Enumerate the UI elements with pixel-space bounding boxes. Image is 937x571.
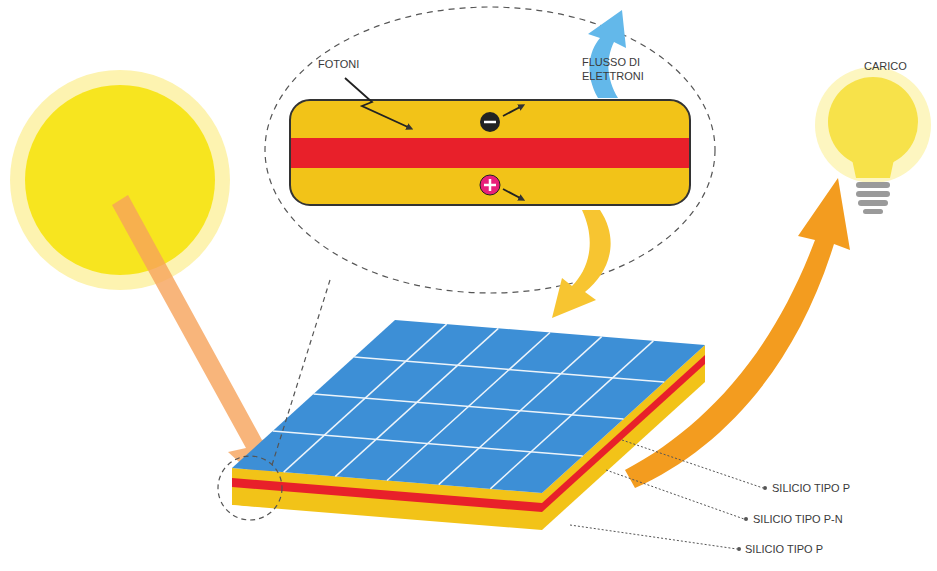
power-arrow bbox=[625, 178, 850, 488]
zoom-circle bbox=[218, 456, 282, 520]
light-bulb bbox=[815, 67, 931, 214]
light-ray-arrow bbox=[112, 195, 282, 488]
zoom-ellipse bbox=[265, 7, 715, 293]
hole-symbol bbox=[480, 175, 500, 195]
electron-symbol bbox=[480, 112, 500, 132]
electron-flow-arrow bbox=[588, 10, 626, 98]
flow-label: FLUSSO DI ELETTRONI bbox=[582, 56, 660, 84]
load-label: CARICO bbox=[864, 60, 907, 74]
leader-lines bbox=[570, 440, 763, 549]
panel-grid-line bbox=[354, 357, 664, 382]
junction-band bbox=[291, 138, 689, 168]
solar-panel bbox=[232, 320, 705, 530]
layer-label: SILICIO TIPO P bbox=[772, 482, 850, 496]
cell-section bbox=[290, 100, 690, 205]
current-arrow bbox=[552, 210, 611, 318]
panel-grid-line bbox=[314, 394, 624, 419]
hole-arrow bbox=[503, 189, 522, 199]
zoom-line bbox=[272, 280, 330, 465]
sun-halo bbox=[10, 70, 230, 290]
panel-grid-line bbox=[273, 431, 583, 456]
photon-label: FOTONI bbox=[318, 58, 359, 72]
sun bbox=[25, 85, 215, 275]
layer-label: SILICIO TIPO P bbox=[745, 543, 823, 557]
layer-label: SILICIO TIPO P-N bbox=[753, 513, 843, 527]
electron-arrow bbox=[503, 106, 522, 116]
photon-arrow bbox=[345, 78, 410, 128]
